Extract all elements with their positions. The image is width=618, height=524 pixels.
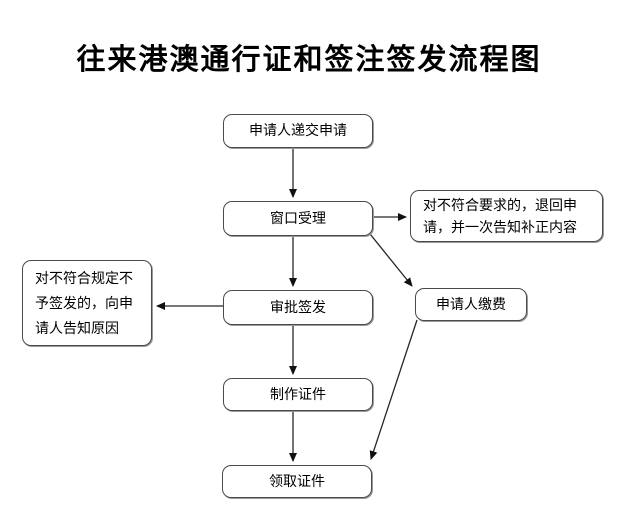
node-reject-reason-notice: 对不符合规定不 予签发的，向申 请人告知原因 — [22, 260, 152, 346]
node-window-acceptance: 窗口受理 — [223, 201, 373, 236]
page-title: 往来港澳通行证和签注签发流程图 — [76, 44, 542, 76]
node-produce-document: 制作证件 — [223, 378, 373, 411]
node-return-application-notice: 对不符合要求的，退回申 请，并一次告知补正内容 — [410, 190, 603, 242]
edge-window-to-pay — [365, 228, 413, 287]
edge-pay-to-collect — [369, 319, 418, 460]
node-approve-issue: 审批签发 — [223, 290, 373, 325]
node-applicant-payment: 申请人缴费 — [415, 288, 527, 321]
node-collect-document: 领取证件 — [222, 465, 372, 498]
node-submit-application: 申请人递交申请 — [223, 114, 373, 148]
